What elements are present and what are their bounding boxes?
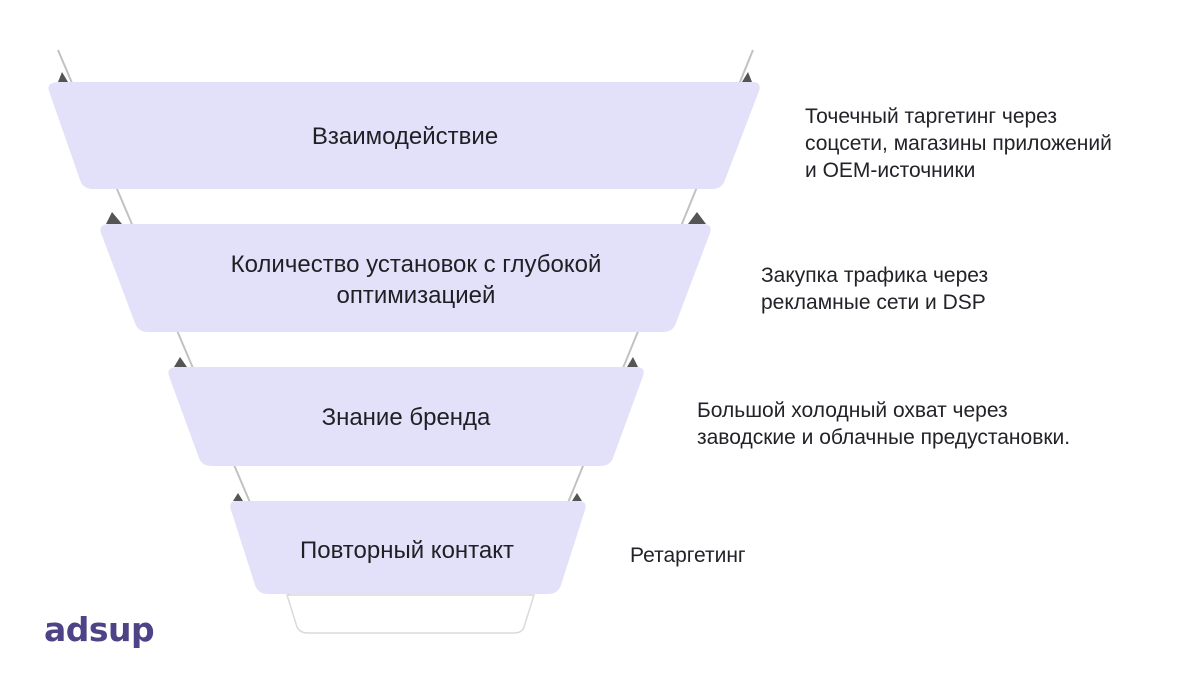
wall-notch bbox=[688, 212, 706, 224]
stage-label-1: Взаимодействие bbox=[311, 122, 499, 150]
funnel-base bbox=[285, 594, 536, 634]
stage-band-4 bbox=[230, 501, 586, 594]
stage-band-1 bbox=[48, 82, 760, 189]
wall-notch bbox=[58, 72, 68, 82]
wall-notch bbox=[627, 357, 638, 367]
stage-band-3 bbox=[168, 367, 644, 466]
wall-notch bbox=[106, 212, 122, 224]
brand-logo: adsup bbox=[44, 610, 155, 649]
stage-description-4: Ретаргетинг bbox=[630, 544, 746, 567]
wall-notch bbox=[572, 493, 582, 501]
stage-description-3: Большой холодный охват через заводские и… bbox=[697, 399, 1071, 449]
wall-notch bbox=[742, 72, 752, 82]
stage-label-4: Повторный контакт bbox=[299, 536, 515, 564]
stage-description-1: Точечный таргетинг через соцсети, магази… bbox=[805, 105, 1112, 182]
stage-label-3: Знание бренда bbox=[321, 403, 491, 431]
stage-label-2: Количество установок с глубокой оптимиза… bbox=[230, 251, 602, 309]
wall-notch bbox=[233, 493, 243, 501]
stage-description-2: Закупка трафика через рекламные сети и D… bbox=[761, 264, 989, 314]
stage-band-2 bbox=[100, 224, 711, 332]
wall-notch bbox=[174, 357, 187, 367]
